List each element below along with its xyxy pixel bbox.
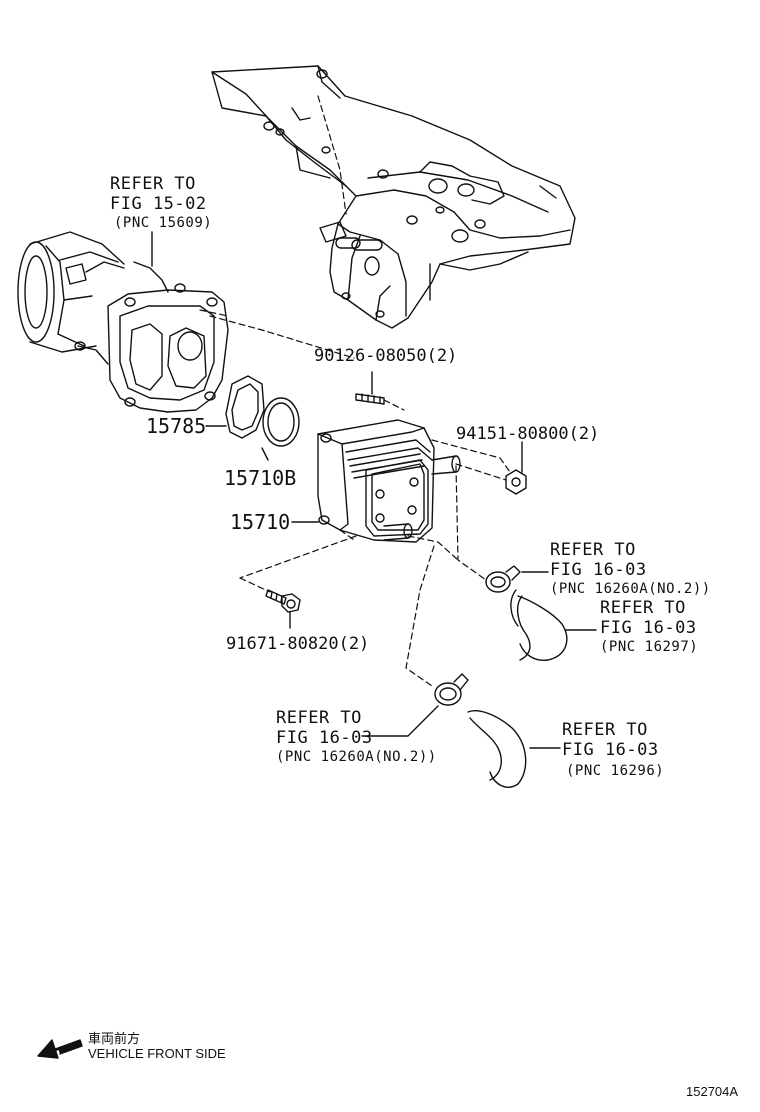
nut-illustration (506, 470, 526, 494)
part-number-15785: 15785 (146, 414, 207, 438)
stud-bolt-illustration (356, 394, 384, 404)
engine-block-illustration (212, 66, 575, 328)
part-number-nut: 94151-80800(2) (456, 424, 600, 444)
ref-fig-15-02-line3: (PNC 15609) (114, 215, 213, 231)
oil-filter-housing-illustration (18, 232, 228, 412)
part-number-stud: 90126-08050(2) (314, 346, 458, 366)
ref-fig-16-03-d-line1: REFER TO (562, 720, 648, 740)
ref-fig-16-03-d-line3: (PNC 16296) (566, 763, 665, 779)
gasket-15710b-illustration (263, 398, 299, 446)
ref-fig-16-03-b-line1: REFER TO (600, 598, 686, 618)
ref-fig-16-03-c-line3: (PNC 16260A(NO.2)) (276, 749, 437, 765)
vehicle-front-arrow (38, 1040, 82, 1058)
vehicle-front-label-en: VEHICLE FRONT SIDE (88, 1046, 226, 1061)
oil-cooler-illustration (318, 420, 460, 542)
part-number-15710b: 15710B (224, 466, 297, 490)
ref-fig-15-02-line1: REFER TO (110, 174, 196, 194)
ref-fig-15-02-line2: FIG 15-02 (110, 194, 207, 214)
ref-fig-16-03-c-line2: FIG 16-03 (276, 728, 373, 748)
ref-fig-16-03-a-line2: FIG 16-03 (550, 560, 647, 580)
hose-clamp-lower-illustration (435, 674, 468, 705)
part-number-bolt: 91671-80820(2) (226, 634, 370, 654)
ref-fig-16-03-c-line1: REFER TO (276, 708, 362, 728)
ref-fig-16-03-a-line3: (PNC 16260A(NO.2)) (550, 581, 711, 597)
ref-fig-16-03-b-line2: FIG 16-03 (600, 618, 697, 638)
illustration-number: 152704A (686, 1084, 739, 1099)
hose-upper-illustration (511, 590, 567, 660)
hose-clamp-upper-illustration (486, 566, 520, 592)
vehicle-front-label-jp: 車両前方 (88, 1031, 141, 1046)
ref-fig-16-03-b-line3: (PNC 16297) (600, 639, 699, 655)
ref-fig-16-03-a-line1: REFER TO (550, 540, 636, 560)
ref-fig-16-03-d-line2: FIG 16-03 (562, 740, 659, 760)
hose-lower-illustration (468, 711, 526, 787)
bolt-illustration (266, 590, 300, 612)
part-number-15710: 15710 (230, 510, 291, 534)
gasket-15785-illustration (226, 376, 264, 438)
